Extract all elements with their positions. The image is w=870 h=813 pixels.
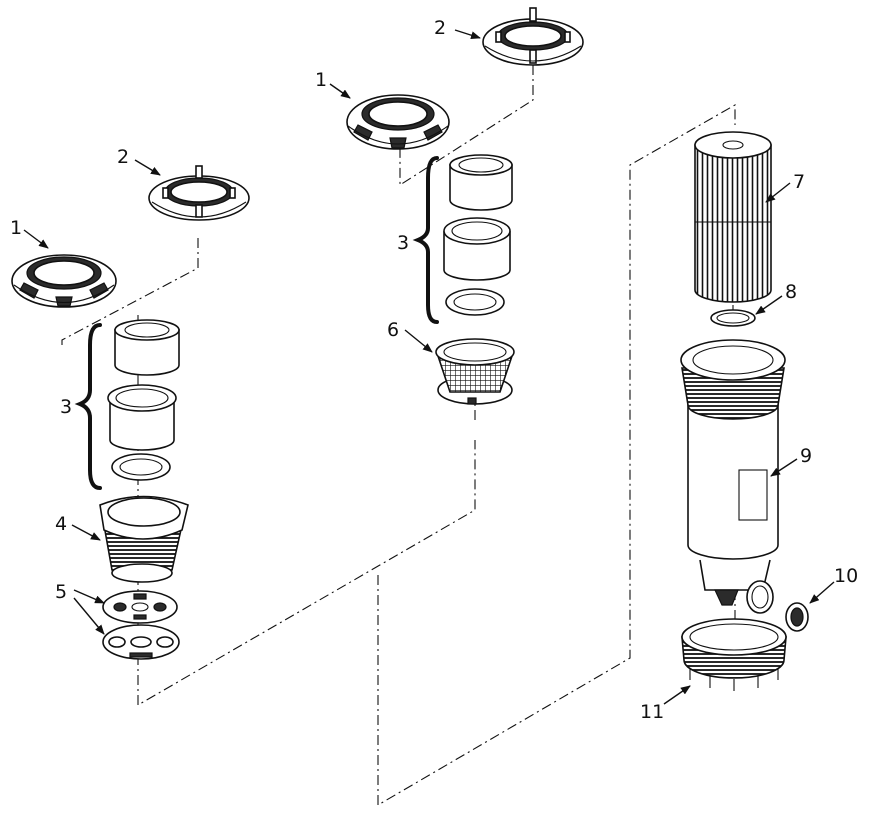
callout-mid-2: 2 (434, 17, 446, 39)
lock-ring-part-11 (681, 618, 787, 691)
callout-left-5: 5 (55, 581, 67, 603)
middle-ring-collar-part-2 (482, 7, 584, 66)
drain-plug-part-10 (785, 602, 809, 632)
left-plates-part-5 (102, 590, 180, 660)
left-ring-collar-part-2 (148, 165, 250, 221)
filter-housing-part-9 (680, 339, 786, 614)
callout-mid-3: 3 (397, 232, 409, 254)
callout-mid-6: 6 (387, 319, 399, 341)
callout-right-10: 10 (834, 565, 858, 587)
middle-adapter-stack-part-3 (412, 154, 513, 324)
middle-basket-part-6 (435, 338, 515, 405)
callout-right-11: 11 (640, 701, 664, 723)
filter-cartridge-part-7 (694, 131, 772, 303)
callout-right-9: 9 (800, 445, 812, 467)
callout-labels: 1 2 3 4 5 1 2 3 6 7 8 9 10 11 (10, 17, 858, 723)
callout-left-2: 2 (117, 146, 129, 168)
callout-right-8: 8 (785, 281, 797, 303)
callout-right-7: 7 (793, 171, 805, 193)
left-ring-part-1 (11, 254, 117, 308)
middle-ring-part-1 (346, 94, 450, 150)
callout-left-3: 3 (60, 396, 72, 418)
callout-mid-1: 1 (315, 69, 327, 91)
oring-part-8 (710, 309, 756, 327)
left-adapter-stack-part-3 (74, 319, 180, 490)
callout-arrows (23, 29, 835, 705)
callout-left-1: 1 (10, 217, 22, 239)
callout-left-4: 4 (55, 513, 67, 535)
left-threaded-body-part-4 (99, 495, 189, 583)
